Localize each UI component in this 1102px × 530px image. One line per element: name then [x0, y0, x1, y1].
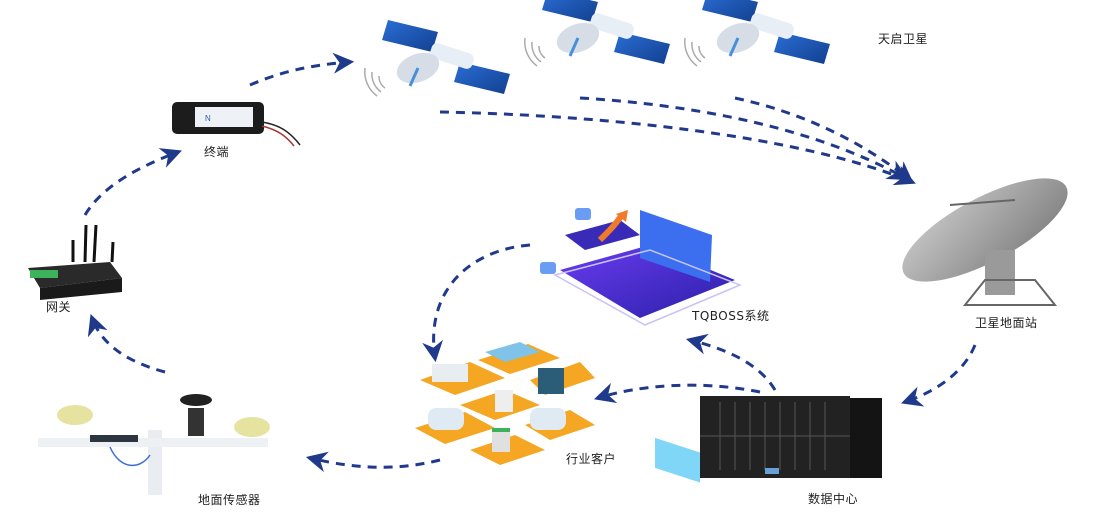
arrow-customers-to-sensor: [305, 451, 441, 473]
data-center-server-icon: [700, 396, 882, 478]
arrow-sat1-to-station: [439, 110, 916, 186]
arrow-station-to-datacenter: [901, 344, 977, 407]
arrow-sat3-to-station: [734, 96, 914, 183]
label-ground-station: 卫星地面站: [975, 316, 1038, 330]
industry-customers-icon: [415, 342, 595, 465]
ground-station-dish-icon: [902, 178, 1068, 306]
label-tqboss: TQBOSS系统: [692, 309, 770, 323]
arrow-tqboss-to-customers: [422, 243, 531, 363]
satellite-icon: [363, 18, 512, 98]
satellite-icon: [523, 0, 672, 68]
label-terminal: 终端: [204, 145, 230, 159]
arrow-gateway-to-terminal: [83, 148, 182, 216]
ground-sensor-icon: [38, 394, 270, 495]
flow-arrows: [83, 52, 977, 473]
label-industry-customers: 行业客户: [566, 452, 617, 466]
terminal-device-icon: N: [172, 102, 301, 147]
label-ground-sensor: 地面传感器: [198, 493, 261, 507]
arrow-sensor-to-gateway: [87, 314, 166, 374]
arrow-sat2-to-station: [579, 96, 909, 181]
satellite-icon: [683, 0, 832, 68]
label-satellites: 天启卫星: [878, 32, 929, 46]
arrow-datacenter-to-tqboss: [685, 333, 777, 391]
label-data-center: 数据中心: [808, 492, 859, 506]
label-gateway: 网关: [46, 300, 72, 314]
tqboss-laptop-icon: [540, 208, 742, 483]
arrow-terminal-to-satellite: [249, 52, 355, 87]
arrow-datacenter-to-customers: [593, 383, 761, 404]
svg-text:N: N: [205, 114, 211, 123]
gateway-router-icon: [28, 224, 122, 300]
